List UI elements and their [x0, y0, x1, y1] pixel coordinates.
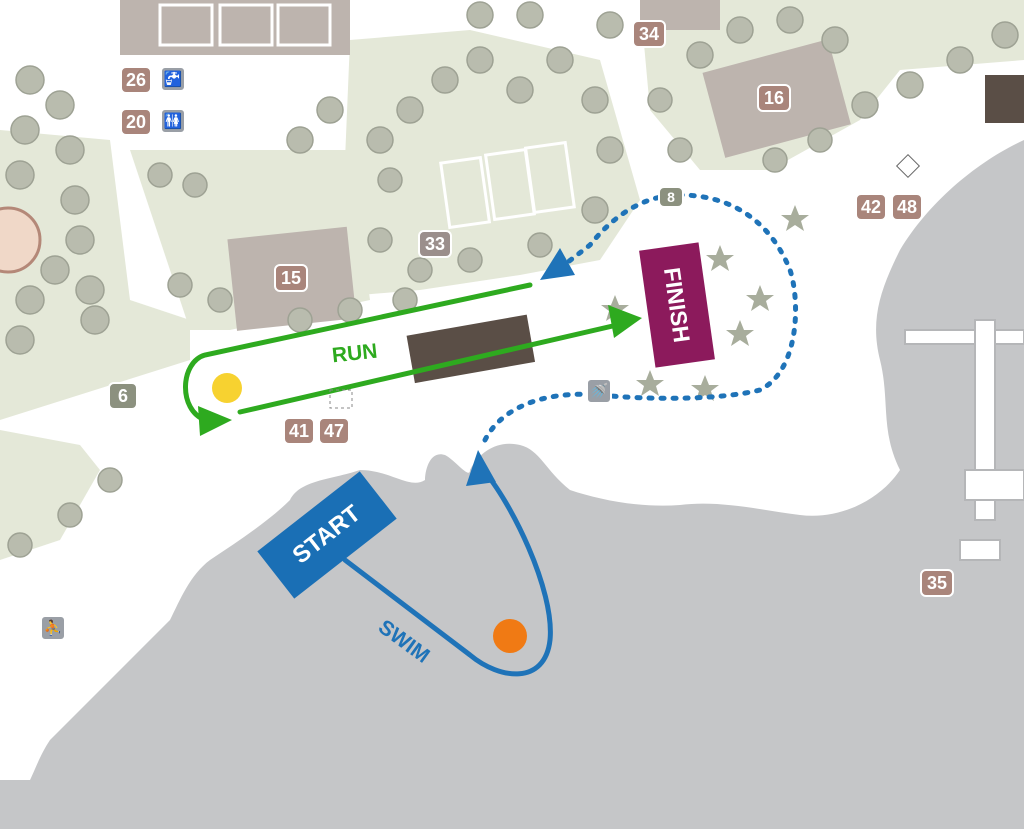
finish-sign-label: FINISH [659, 265, 696, 345]
run-label: RUN [330, 339, 379, 368]
pier [904, 319, 1024, 561]
badge-35: 35 [920, 569, 954, 597]
map-marker-square [329, 389, 353, 409]
sports-courts [439, 140, 576, 230]
badge-15: 15 [274, 264, 308, 292]
transition-arrow [540, 248, 575, 280]
badge-34: 34 [632, 20, 666, 48]
water-tap-icon: 🚰 [160, 66, 186, 92]
swim-arrow [466, 450, 496, 486]
badge-42: 42 [855, 193, 887, 221]
map-marker-diamond [895, 153, 921, 179]
park-area-court [345, 30, 640, 295]
badge-41: 41 [283, 417, 315, 445]
swim-buoy-marker [493, 619, 527, 653]
badge-20: 20 [120, 108, 152, 136]
badge-33: 33 [418, 230, 452, 258]
playground-icon: ⛹ [40, 615, 66, 641]
badge-8: 8 [658, 186, 684, 208]
run-route [183, 282, 633, 423]
run-arrow-finish [608, 305, 642, 338]
run-arrow-loop [198, 406, 232, 436]
shower-icon: 🚿 [586, 378, 612, 404]
swim-route [342, 467, 553, 677]
park-area-lower-left [0, 430, 100, 560]
bleachers-right [985, 75, 1024, 123]
badge-48: 48 [891, 193, 923, 221]
park-area-left [0, 130, 190, 420]
badge-26: 26 [120, 66, 152, 94]
badge-6: 6 [108, 382, 138, 410]
amphitheater [0, 206, 42, 274]
top-courts [158, 3, 332, 47]
badge-16: 16 [757, 84, 791, 112]
badge-47: 47 [318, 417, 350, 445]
turnaround-marker [212, 373, 242, 403]
trees [5, 1, 1019, 558]
building-top [120, 0, 350, 55]
restroom-icon: 🚻 [160, 108, 186, 134]
